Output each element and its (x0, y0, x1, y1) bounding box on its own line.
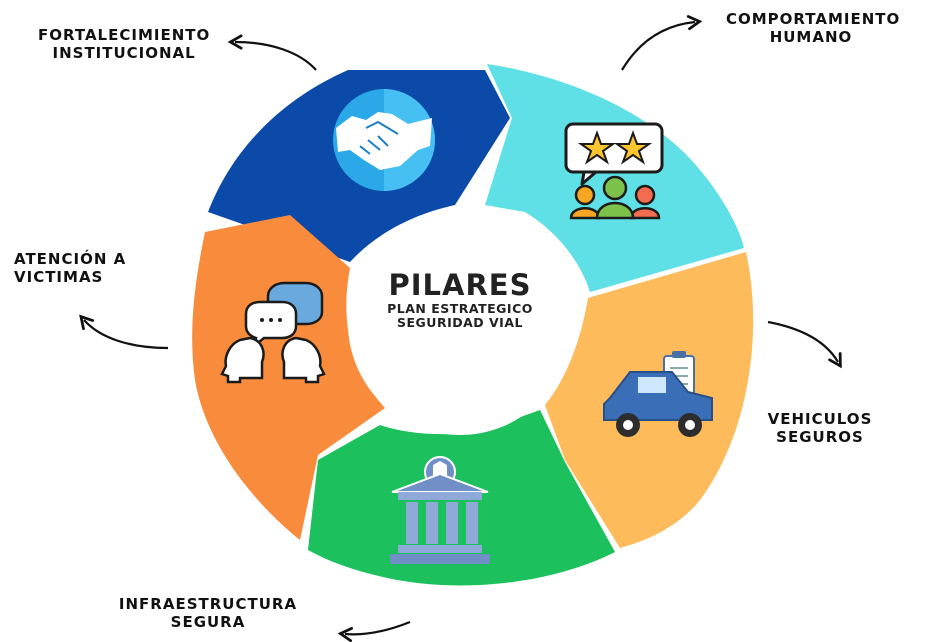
label-fortalecimiento: FORTALECIMIENTO INSTITUCIONAL (38, 26, 210, 62)
arrow-atencion (79, 314, 169, 350)
label-infraestructura: INFRAESTRUCTURA SEGURA (98, 595, 318, 631)
label-fortalecimiento-line2: INSTITUCIONAL (52, 44, 196, 62)
label-infraestructura-line2: SEGURA (170, 613, 246, 631)
arrow-vehiculos (767, 320, 842, 369)
center-circle (348, 211, 572, 435)
arrow-comportamiento (621, 15, 703, 71)
label-vehiculos-line2: SEGUROS (776, 428, 864, 446)
government-building-icon (390, 456, 490, 564)
arrow-infraestructura (337, 620, 411, 642)
arrow-fortalecimiento (227, 34, 317, 71)
label-vehiculos: VEHICULOS SEGUROS (760, 410, 880, 446)
label-atencion-line2: VICTIMAS (14, 268, 104, 286)
label-infraestructura-line1: INFRAESTRUCTURA (118, 595, 298, 613)
label-comportamiento: COMPORTAMIENTO HUMANO (726, 10, 901, 46)
label-comportamiento-line1: COMPORTAMIENTO (726, 10, 901, 28)
car-checklist-icon (603, 351, 713, 437)
label-atencion-line1: ATENCIÓN A (14, 250, 127, 268)
handshake-icon (333, 89, 435, 191)
conversation-heads-icon (220, 281, 326, 384)
center-subtitle-line1: PLAN ESTRATEGICO (387, 301, 533, 316)
label-atencion: ATENCIÓN A VICTIMAS (14, 250, 126, 286)
center-subtitle-line2: SEGURIDAD VIAL (397, 315, 523, 330)
label-comportamiento-line2: HUMANO (769, 28, 853, 46)
center-label: PILARES PLAN ESTRATEGICO SEGURIDAD VIAL (340, 268, 580, 330)
center-title: PILARES (388, 268, 532, 302)
label-vehiculos-line1: VEHICULOS (767, 410, 873, 428)
label-fortalecimiento-line1: FORTALECIMIENTO (38, 26, 211, 44)
people-rating-icon (564, 122, 664, 220)
